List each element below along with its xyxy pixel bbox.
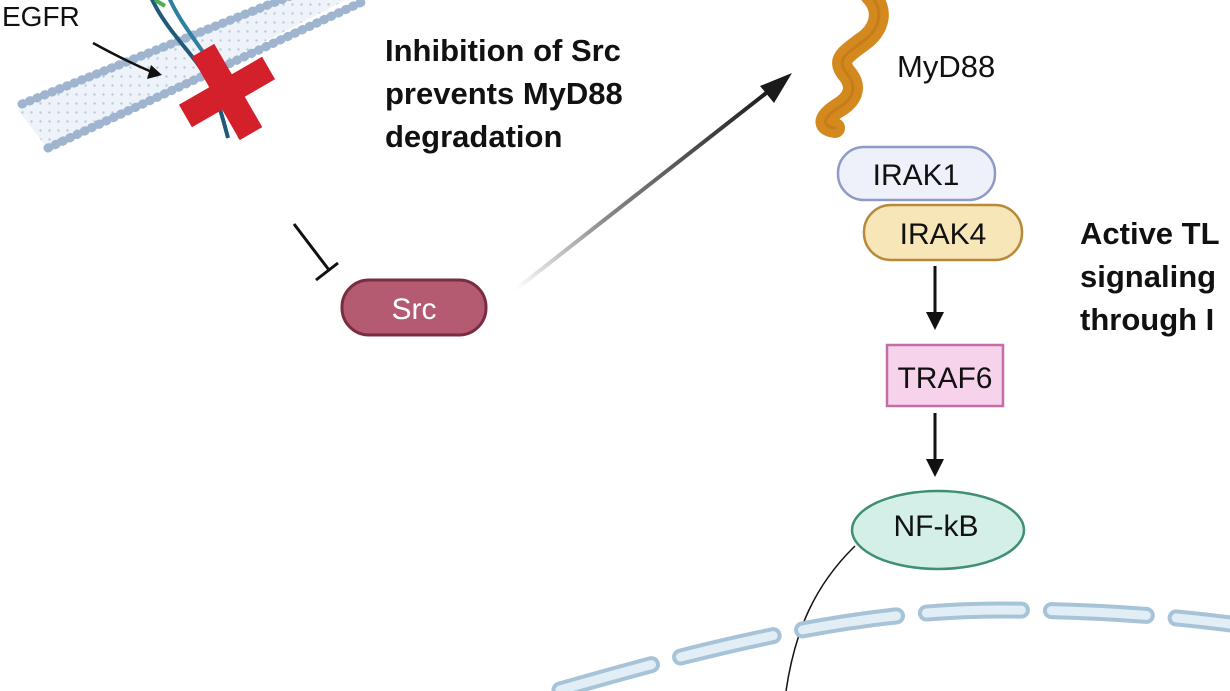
irak4-to-traf6-arrow	[926, 266, 944, 330]
src-node: Src	[340, 278, 488, 337]
myd88-label: MyD88	[897, 49, 995, 84]
src-to-myd88-arrow	[513, 73, 792, 292]
egfr-label: EGFR	[2, 1, 80, 32]
irak1-label: IRAK1	[873, 159, 960, 192]
inhibition-note-line-2: prevents MyD88	[385, 76, 623, 111]
nfkb-translocation-line	[785, 545, 856, 691]
src-label: Src	[392, 293, 437, 326]
active-note-line-1: Active TL	[1080, 216, 1220, 251]
active-signaling-note: Active TL signaling through I	[1080, 212, 1220, 341]
active-note-line-2: signaling	[1080, 259, 1217, 294]
traf6-to-nfkb-arrow	[926, 413, 944, 477]
red-x-inhibition-mark	[178, 43, 276, 141]
myd88-protein	[815, 0, 889, 138]
nfkb-node: NF-kB	[850, 489, 1026, 571]
inhibition-note: Inhibition of Src prevents MyD88 degrada…	[385, 29, 623, 158]
nucleus-envelope	[551, 601, 1230, 691]
irak4-label: IRAK4	[900, 218, 987, 251]
egfr-pointer-arrow	[92, 41, 162, 79]
inhibition-note-line-3: degradation	[385, 119, 563, 154]
inhibition-note-line-1: Inhibition of Src	[385, 33, 621, 68]
src-inhibition-tbar	[292, 223, 339, 282]
nfkb-label: NF-kB	[894, 510, 979, 543]
active-note-line-3: through I	[1080, 302, 1215, 337]
irak1-node: IRAK1	[836, 145, 997, 202]
traf6-node: TRAF6	[885, 343, 1005, 408]
traf6-label: TRAF6	[897, 362, 992, 395]
irak4-node: IRAK4	[862, 203, 1024, 262]
